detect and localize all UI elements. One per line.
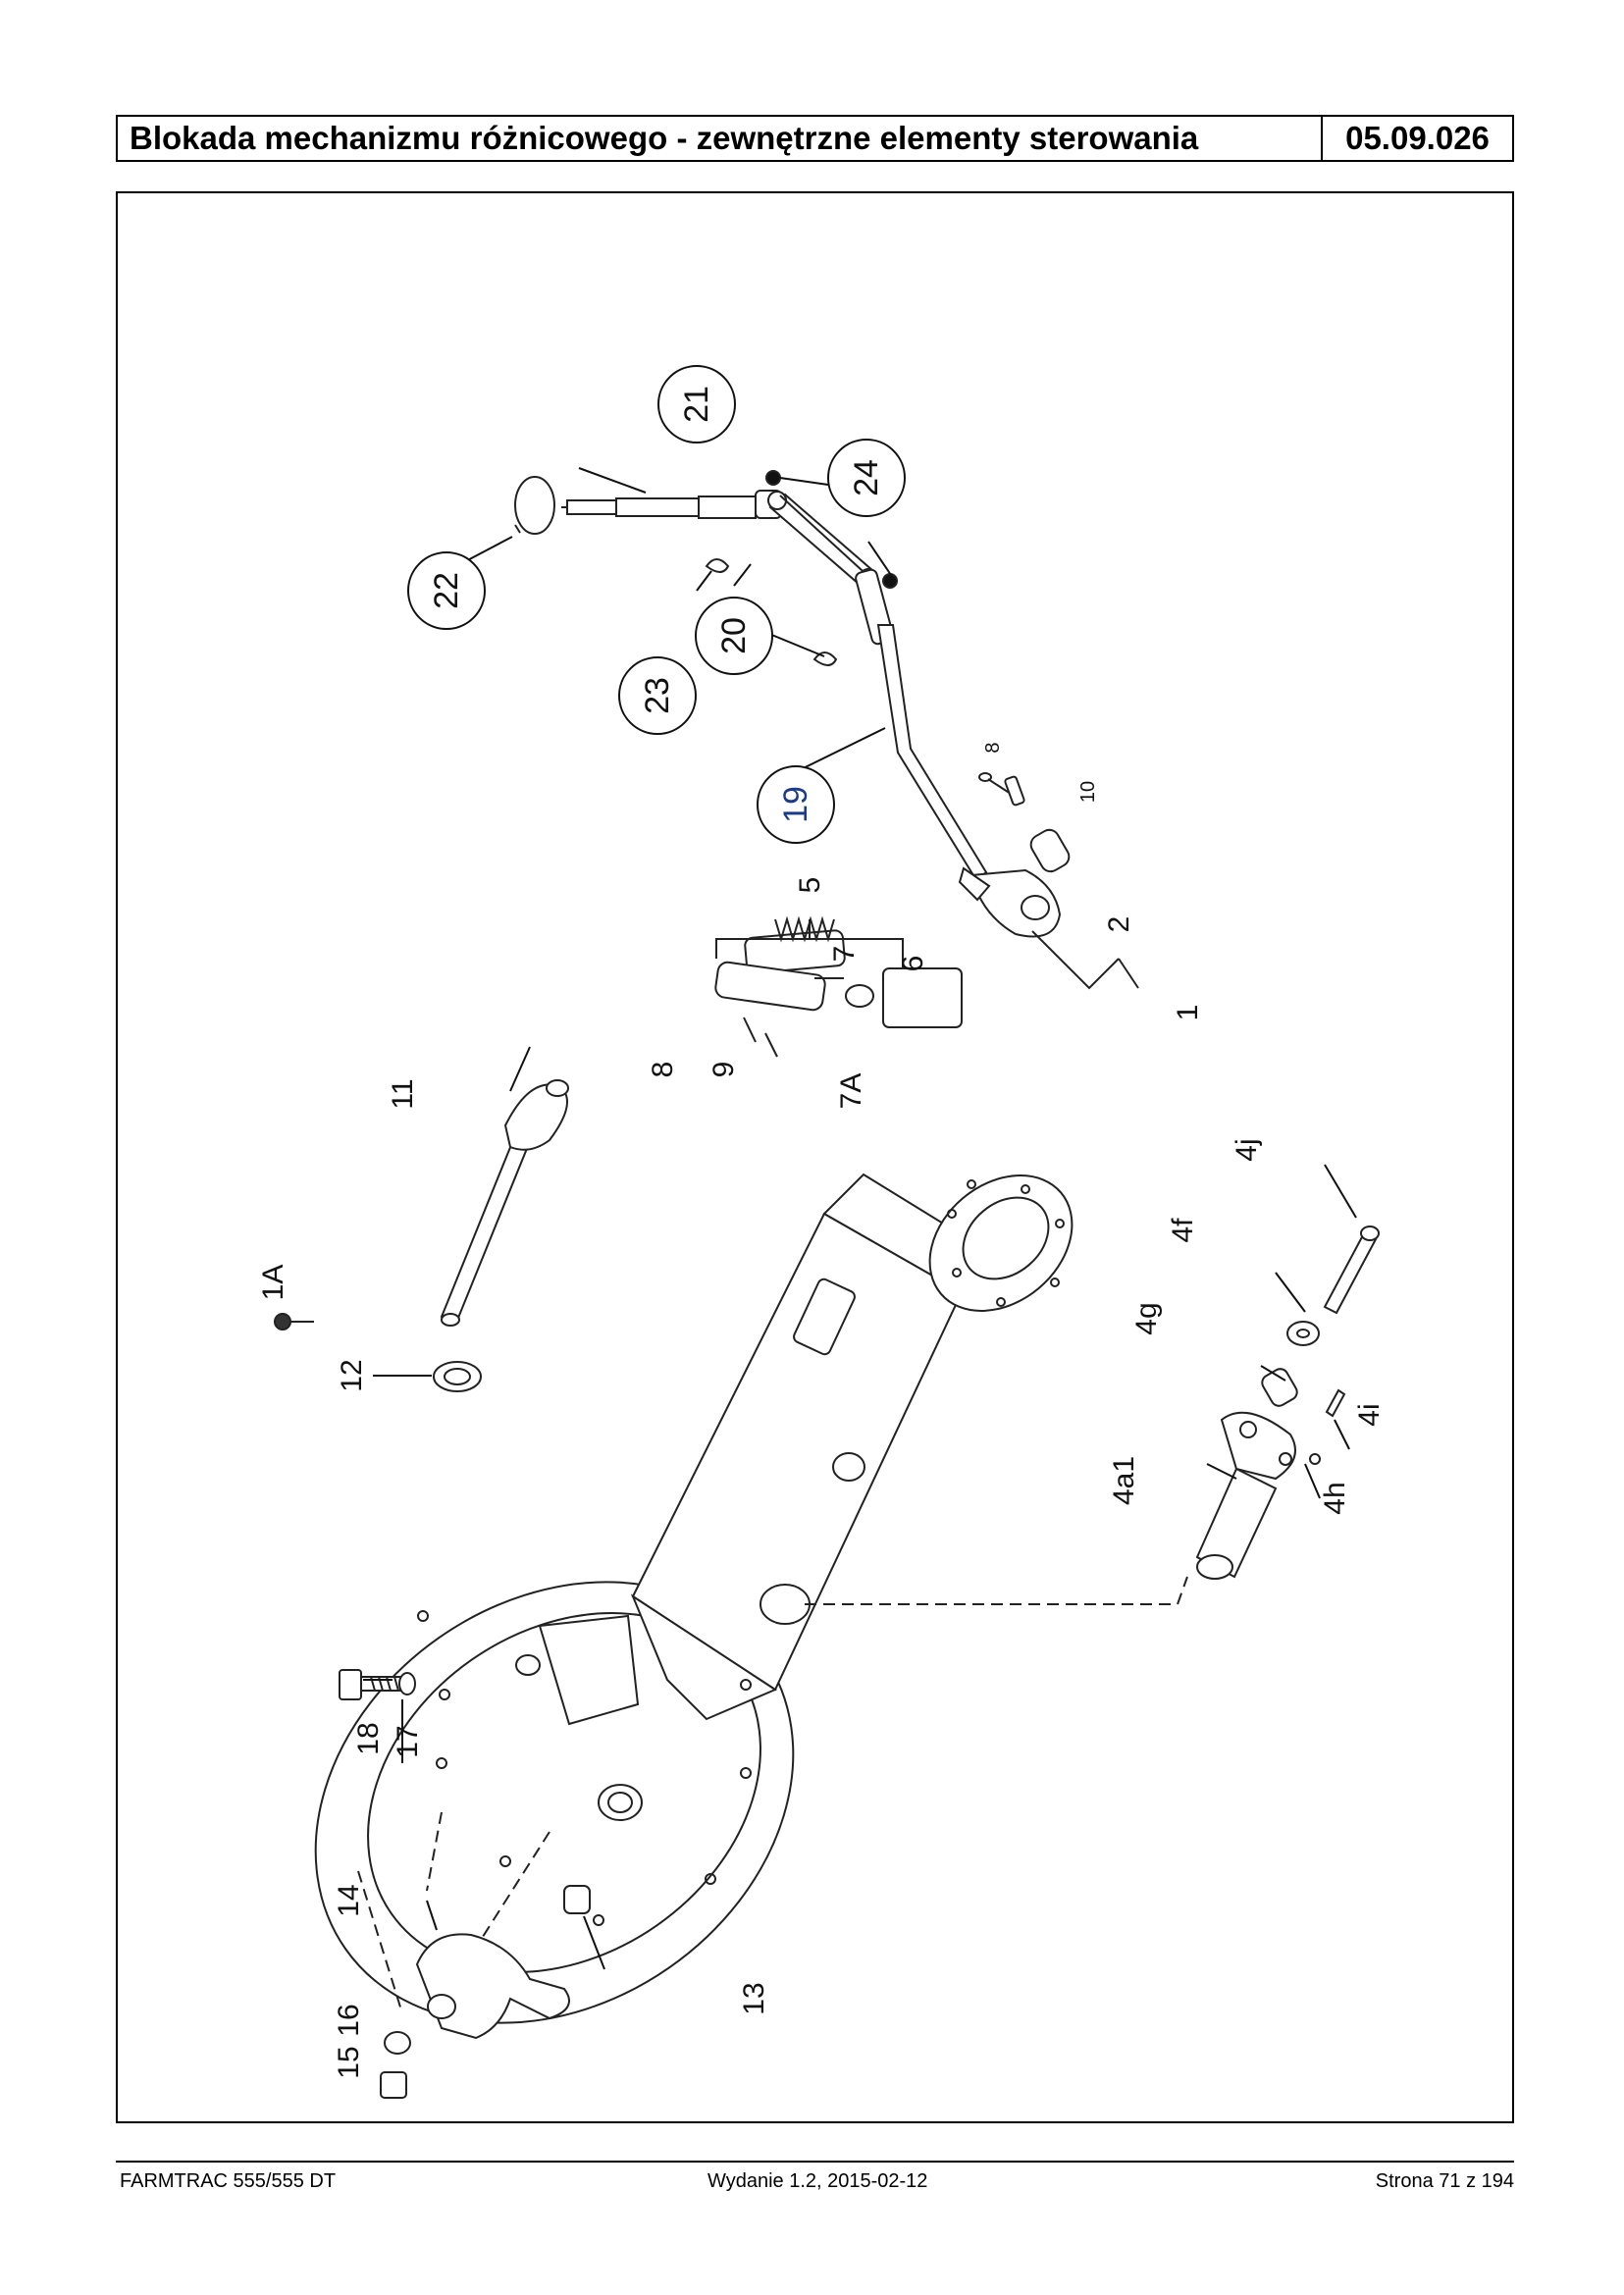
- callout-22-label: 22: [428, 572, 465, 609]
- part-label-4a1: 4a1: [1108, 1456, 1140, 1505]
- part-label-12: 12: [336, 1359, 368, 1391]
- part-label-4g: 4g: [1130, 1302, 1163, 1334]
- section-code: 05.09.026: [1345, 120, 1490, 156]
- sleeve-4a1-drawing: [1195, 1411, 1296, 1580]
- exploded-parts-diagram: 21 22 24 20 23 19 8 10 5 2 7 6: [257, 365, 1386, 2099]
- part-label-7: 7: [828, 946, 861, 963]
- callout-21-label: 21: [678, 386, 715, 423]
- footer-edition: Wydanie 1.2, 2015-02-12: [707, 2170, 928, 2192]
- part-label-4f: 4f: [1167, 1218, 1199, 1243]
- part-label-10: 10: [1077, 781, 1099, 803]
- assembly-lines: [357, 1576, 1188, 2014]
- part-label-4j: 4j: [1231, 1138, 1263, 1161]
- shift-fork-14-drawing: [415, 1933, 570, 2040]
- callout-19: 19: [757, 765, 835, 844]
- callout-21: 21: [657, 365, 736, 443]
- part-label-1A: 1A: [257, 1265, 289, 1301]
- part-label-5: 5: [794, 877, 826, 894]
- part-label-8-lower: 8: [647, 1062, 679, 1078]
- part-label-17: 17: [392, 1725, 424, 1757]
- part-label-18: 18: [352, 1722, 385, 1754]
- callout-20: 20: [695, 597, 773, 675]
- footer-divider: [116, 2161, 1514, 2163]
- part-label-2: 2: [1103, 916, 1135, 933]
- callout-23: 23: [618, 656, 697, 735]
- callout-20-label: 20: [715, 617, 753, 654]
- part-label-8-upper: 8: [982, 742, 1004, 753]
- part-label-15: 15: [333, 2046, 365, 2078]
- diagram-frame: 21 22 24 20 23 19 8 10 5 2 7 6: [116, 191, 1514, 2123]
- page-header: Blokada mechanizmu różnicowego - zewnętr…: [116, 115, 1514, 162]
- part-label-9: 9: [707, 1062, 740, 1078]
- rod-21-drawing: [561, 490, 782, 519]
- spring-assembly-5-drawing: [714, 915, 963, 1058]
- callout-24: 24: [827, 439, 906, 517]
- callout-19-label: 19: [777, 786, 814, 823]
- part-label-4h: 4h: [1319, 1482, 1351, 1514]
- axle-housing-drawing: [314, 1173, 1074, 2024]
- page-title: Blokada mechanizmu różnicowego - zewnętr…: [118, 117, 1323, 160]
- fork-shaft-11-drawing: [440, 1079, 569, 1327]
- knob-22-drawing: [514, 476, 555, 535]
- part-label-1: 1: [1172, 1005, 1204, 1021]
- part-label-11: 11: [387, 1078, 419, 1109]
- callout-24-label: 24: [848, 459, 885, 496]
- callout-22: 22: [407, 551, 486, 630]
- part-label-4i: 4i: [1353, 1403, 1386, 1426]
- callout-23-label: 23: [639, 677, 676, 714]
- part-label-16: 16: [333, 2004, 365, 2036]
- footer-page-number: Strona 71 z 194: [1375, 2170, 1514, 2192]
- part-label-14: 14: [333, 1884, 365, 1916]
- part-label-6: 6: [897, 956, 929, 972]
- pedal-19-drawing: [876, 624, 1062, 938]
- part-label-13: 13: [738, 1982, 770, 2014]
- clip-23a-drawing: [705, 558, 730, 573]
- part-label-7A: 7A: [835, 1073, 867, 1110]
- footer-model: FARMTRAC 555/555 DT: [120, 2170, 337, 2192]
